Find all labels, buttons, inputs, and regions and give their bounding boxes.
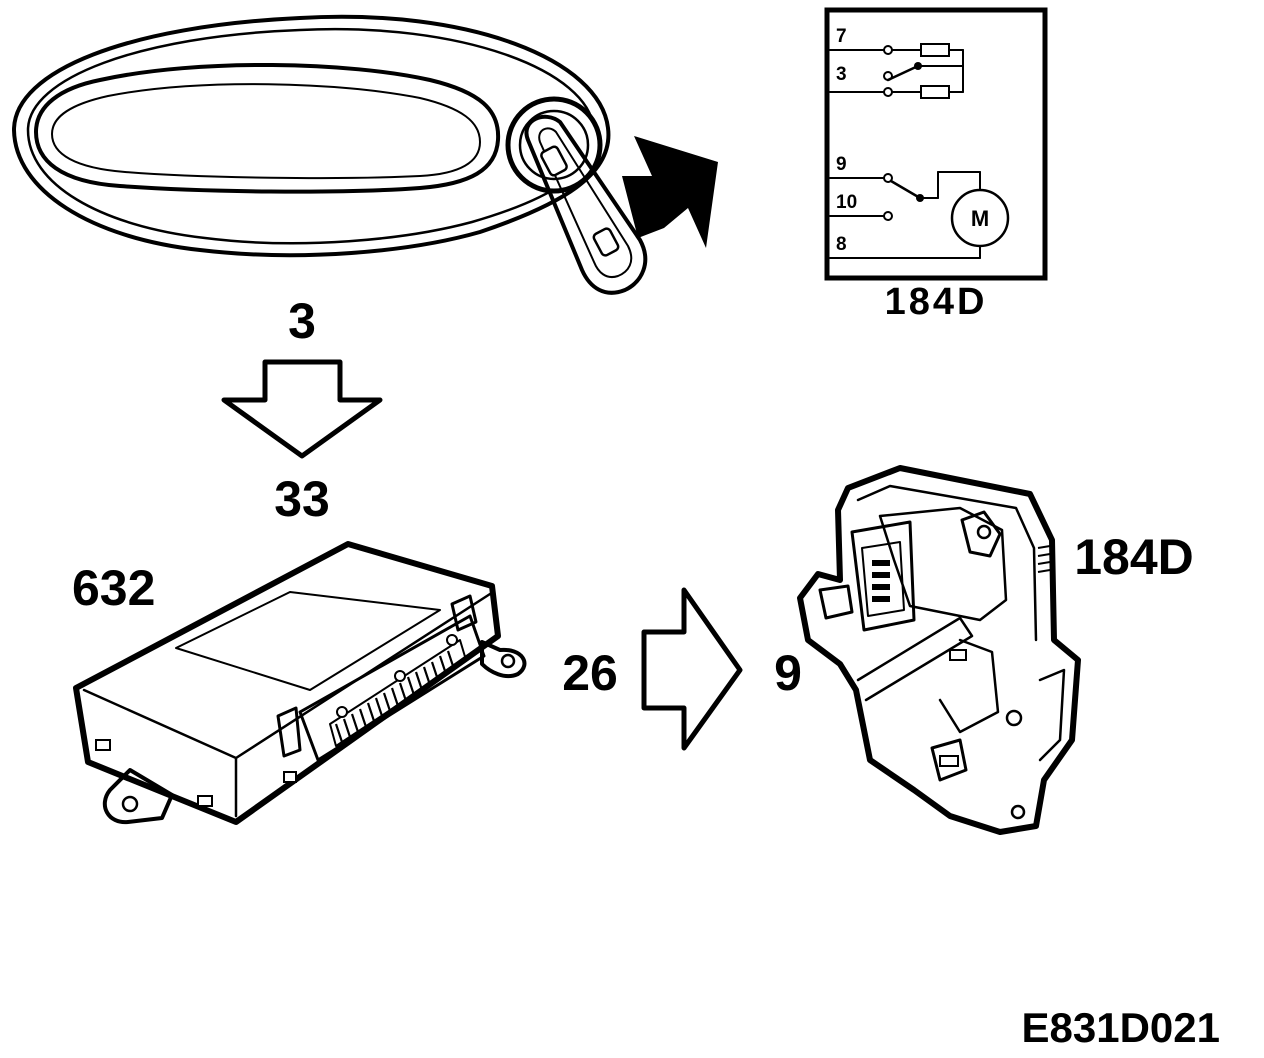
schematic-pin-9: 9: [836, 154, 847, 175]
arrow-down-icon: [221, 359, 383, 459]
schematic-pin-3: 3: [836, 64, 847, 85]
arrow-right-icon: [622, 136, 718, 248]
door-lock-icon: [797, 465, 1081, 835]
figure-code: E831D021: [1022, 1004, 1221, 1051]
schematic-pin-8: 8: [836, 234, 847, 255]
motor-label: M: [971, 206, 989, 231]
input-pin-label: 9: [774, 645, 802, 701]
control-unit-icon: [73, 541, 527, 825]
schematic-label: 184D: [885, 281, 988, 323]
schematic-pin-7: 7: [836, 26, 847, 47]
control-unit-label: 632: [72, 560, 155, 616]
lock-unit-label: 184D: [1074, 529, 1194, 585]
output-pin-label: 26: [562, 645, 618, 701]
arrow-right-icon: [641, 587, 743, 751]
signal-to-label: 33: [274, 471, 330, 527]
schematic-diagram: 7 3 9 10 M 8: [824, 7, 1048, 281]
door-handle-icon: [12, 14, 648, 295]
schematic-pin-10: 10: [836, 192, 857, 213]
signal-from-label: 3: [288, 293, 316, 349]
